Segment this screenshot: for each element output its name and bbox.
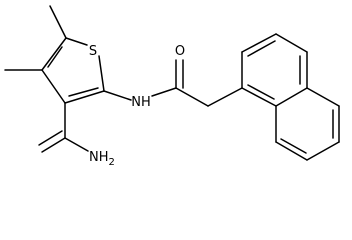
- bond-n7-n8: [275, 141, 308, 161]
- bond-amide-c-n: [64, 137, 89, 152]
- bond-amide-c-o-double: [38, 130, 63, 146]
- bond-methyl-c5: [49, 5, 67, 39]
- bond-nh-carbonyl: [151, 87, 177, 97]
- bond-c3-c2-double: [68, 87, 99, 97]
- atom-label-oxygen: O: [175, 44, 185, 59]
- bond-c2-s: [98, 55, 105, 92]
- bond-n4a-n5: [306, 87, 340, 107]
- bond-c3-c2: [64, 90, 105, 104]
- atom-label-nh2-subscript: 2: [109, 157, 115, 168]
- bond-ch2-naphthyl: [207, 87, 243, 107]
- atom-label-nh2-main: NH: [89, 150, 109, 165]
- atom-label-amide-nh: NH: [131, 95, 151, 110]
- bond-c2-nh: [103, 90, 132, 101]
- bond-s-c5: [65, 37, 88, 46]
- bond-n4a-n8a: [275, 87, 308, 107]
- bond-c5-c4: [41, 37, 67, 71]
- bond-c5-c4-double: [47, 46, 63, 68]
- atom-label-sulfur: S: [89, 44, 97, 59]
- atom-label-nh2: NH2: [89, 150, 115, 168]
- chemical-structure-diagram: S O NH NH2: [4, 5, 340, 168]
- thiophene-ring: [41, 37, 105, 104]
- bond-n3-n4: [275, 33, 308, 53]
- bond-amide-c-o: [41, 137, 66, 153]
- bond-n8a-n1: [241, 87, 277, 107]
- bond-n7-n8-double: [280, 138, 307, 154]
- bond-n2-n3-double: [247, 40, 276, 57]
- bond-n8a-n1-double: [247, 84, 275, 100]
- bond-carbonyl-ch2: [175, 87, 209, 107]
- bond-n6-n7: [306, 141, 340, 161]
- naphthalene-ring-upper: [241, 33, 308, 107]
- bond-c4-c3: [41, 69, 66, 104]
- bond-n2-n3: [241, 33, 277, 53]
- naphthalene-ring-lower: [275, 87, 340, 161]
